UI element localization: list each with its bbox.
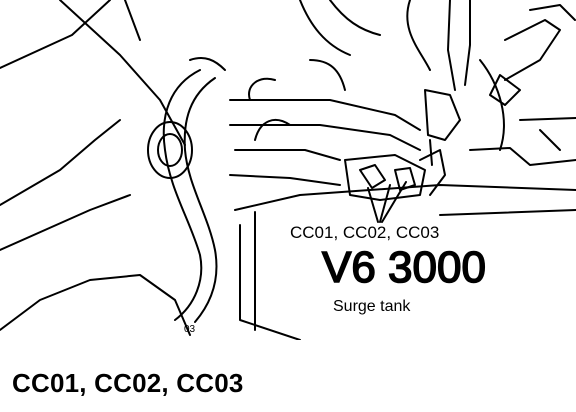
connector-callout-label: CC01, CC02, CC03: [290, 223, 439, 242]
surge-tank-label: Surge tank: [333, 298, 411, 315]
small-mark-label: 03: [184, 324, 196, 335]
engine-marking-text: V6 3000: [322, 243, 486, 292]
figure-caption: CC01, CC02, CC03: [12, 368, 244, 398]
engine-bay-line-drawing: V6 3000 CC01, CC02, CC03 Surge tank 03: [0, 0, 576, 341]
